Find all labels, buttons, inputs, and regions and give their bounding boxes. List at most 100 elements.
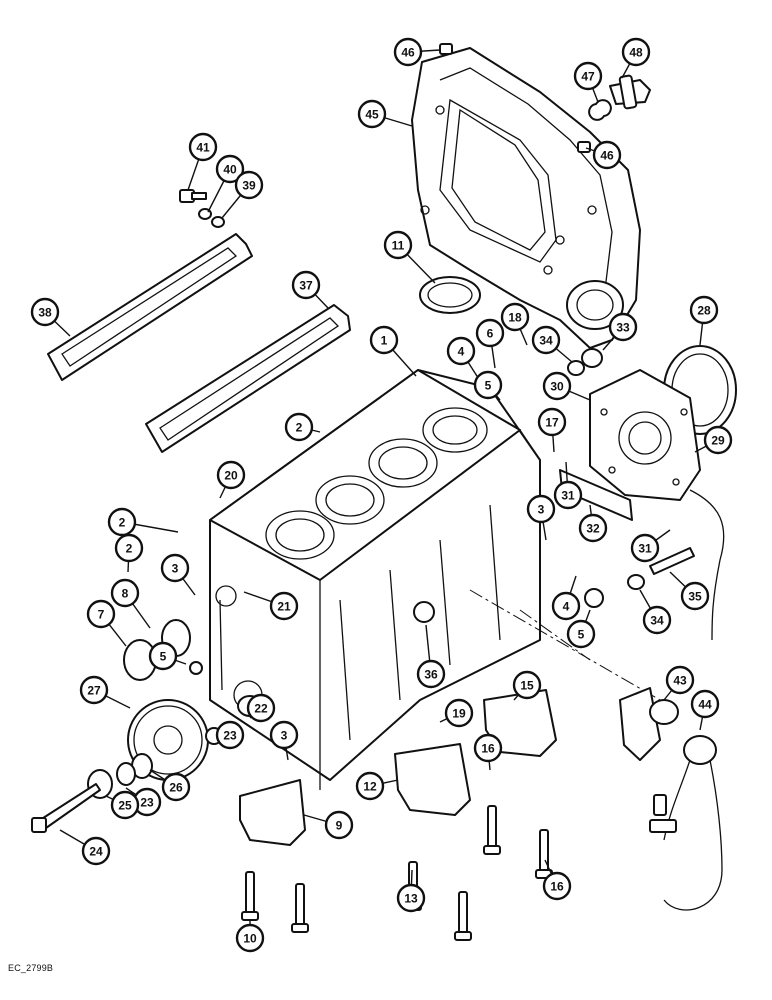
callout-label: 37: [299, 279, 313, 293]
callout-38: 38: [30, 297, 71, 337]
callout-circle: [551, 591, 581, 621]
callout-circle: [234, 170, 264, 200]
callout-circle: [215, 154, 245, 184]
callout-label: 28: [697, 304, 711, 318]
callout-circle: [512, 670, 542, 700]
callout-label: 27: [87, 684, 101, 698]
callout-label: 34: [650, 614, 664, 628]
callout-label: 10: [243, 932, 257, 946]
callout-circle: [500, 302, 530, 332]
callout-43: 43: [663, 665, 695, 701]
callout-45: 45: [357, 99, 413, 129]
callout-label: 4: [458, 345, 465, 359]
callout-44: 44: [690, 689, 720, 731]
document-code: EC_2799B: [8, 963, 54, 973]
callout-label: 2: [126, 542, 133, 556]
sensor-43: [619, 687, 679, 761]
callout-circle: [553, 480, 583, 510]
callout-6: 6: [475, 318, 505, 369]
bearing-cap-9: [239, 779, 306, 846]
callout-circle: [114, 533, 144, 563]
callout-29: 29: [694, 425, 733, 455]
bearing-cap-15: [483, 689, 557, 757]
cover-bolt-48: [588, 74, 651, 121]
gasket-side-cover: [47, 233, 253, 381]
callout-circle: [110, 790, 140, 820]
callout-4: 4: [446, 336, 483, 385]
callout-label: 34: [539, 334, 553, 348]
callout-circle: [690, 689, 720, 719]
callout-circle: [396, 883, 426, 913]
callout-circle: [473, 370, 503, 400]
callout-30: 30: [542, 371, 591, 401]
callout-35: 35: [669, 571, 710, 611]
callout-circle: [578, 513, 608, 543]
callout-34: 34: [531, 325, 573, 363]
callout-5: 5: [148, 641, 187, 671]
callout-circle: [160, 553, 190, 583]
callout-3: 3: [269, 720, 299, 761]
callout-label: 8: [122, 587, 129, 601]
callout-label: 3: [172, 562, 179, 576]
callout-label: 7: [98, 608, 105, 622]
callout-circle: [107, 507, 137, 537]
callout-label: 9: [336, 819, 343, 833]
callout-label: 16: [550, 880, 564, 894]
callout-label: 13: [404, 892, 418, 906]
callout-24: 24: [59, 829, 111, 866]
callout-15: 15: [512, 670, 542, 701]
callout-circle: [284, 412, 314, 442]
callout-36: 36: [416, 624, 446, 689]
callout-21: 21: [243, 591, 299, 621]
ring-5c: [584, 588, 604, 608]
callout-circle: [30, 297, 60, 327]
callout-circle: [473, 733, 503, 763]
callout-20: 20: [216, 460, 246, 499]
callout-circle: [680, 581, 710, 611]
callout-circle: [444, 698, 474, 728]
callout-circle: [215, 720, 245, 750]
sensor-harness-44: [649, 735, 723, 911]
bearing-cap-12: [394, 743, 471, 816]
callout-label: 31: [561, 489, 575, 503]
callout-11: 11: [383, 230, 436, 284]
callout-39: 39: [221, 170, 264, 219]
callout-circle: [665, 665, 695, 695]
callout-label: 1: [381, 334, 388, 348]
callout-label: 45: [365, 108, 379, 122]
washer-33: [581, 348, 603, 368]
callout-circle: [216, 460, 246, 490]
callout-3: 3: [526, 494, 556, 541]
callout-circle: [161, 772, 191, 802]
gasket-block-side: [145, 304, 351, 453]
callout-circle: [526, 494, 556, 524]
callout-4: 4: [551, 575, 581, 621]
callout-34: 34: [639, 589, 672, 635]
callout-circle: [291, 270, 321, 300]
callout-2: 2: [107, 507, 179, 537]
callout-label: 46: [600, 149, 614, 163]
washer-34a: [567, 360, 585, 376]
callout-label: 11: [392, 239, 405, 253]
callout-circle: [475, 318, 505, 348]
callout-40: 40: [207, 154, 245, 213]
callout-label: 12: [363, 780, 377, 794]
callout-25: 25: [105, 790, 140, 820]
callout-circle: [369, 325, 399, 355]
callout-circle: [566, 619, 596, 649]
callout-27: 27: [79, 675, 131, 709]
callout-label: 33: [616, 321, 630, 335]
callout-circle: [355, 771, 385, 801]
callout-7: 7: [86, 599, 127, 647]
callout-circle: [383, 230, 413, 260]
callout-label: 41: [196, 141, 210, 155]
callout-23: 23: [125, 787, 162, 817]
callout-label: 24: [89, 845, 103, 859]
callout-label: 47: [581, 70, 595, 84]
callout-label: 36: [424, 668, 438, 682]
oring-5a: [189, 661, 203, 675]
callout-label: 20: [224, 469, 238, 483]
callout-label: 31: [638, 542, 652, 556]
